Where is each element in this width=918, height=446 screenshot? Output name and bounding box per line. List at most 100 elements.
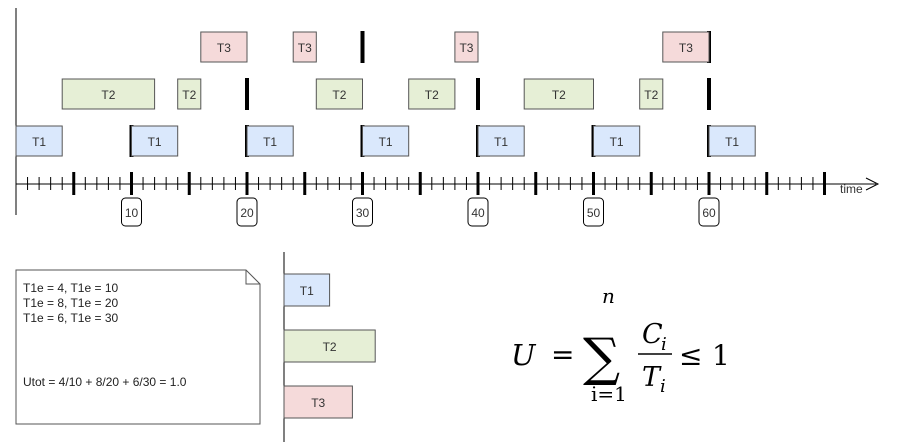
schedule-block-rect	[61, 78, 156, 110]
schedule-block-rect	[200, 31, 248, 63]
schedule-block-rect	[639, 78, 664, 110]
schedule-block-t2: T2	[523, 78, 595, 110]
time-label-box	[467, 197, 489, 227]
schedule-block-rect	[131, 125, 179, 157]
schedule-block-t2: T2	[408, 78, 456, 110]
utilization-formula: U = ∑ n i=1 C i T i ≤ 1	[511, 284, 730, 406]
schedule-block-rect	[15, 125, 63, 157]
note-folded-corner	[245, 270, 260, 285]
schedule-block-t2: T2	[639, 78, 664, 110]
schedule-block-rect	[292, 31, 317, 63]
formula-numerator-sub: i	[661, 334, 667, 355]
schedule-block-label: T1	[379, 135, 393, 149]
timeline: time 10 20 30 40 50 60	[15, 8, 880, 227]
formula-lhs: U	[511, 338, 537, 372]
schedule-block-t2: T2	[61, 78, 156, 110]
schedule-block-label: T2	[332, 88, 346, 102]
schedule-block-label: T3	[217, 41, 231, 55]
formula-rhs: 1	[712, 339, 730, 372]
time-label-box	[236, 197, 258, 227]
schedule-block-rect	[477, 125, 525, 157]
schedule-block-label: T3	[459, 41, 473, 55]
schedule-block-t1: T1	[131, 125, 179, 157]
schedule-block-t1: T1	[593, 125, 641, 157]
utilization-bar-t2: T2	[283, 329, 376, 363]
utilization-bar-rect	[283, 329, 376, 363]
schedule-block-rect	[177, 78, 202, 110]
note-line-2: T1e = 8, T1e = 20	[23, 296, 119, 310]
schedule-block-label: T2	[182, 88, 196, 102]
time-tick-labels: 10 20 30 40 50 60	[121, 197, 720, 227]
schedule-block-label: T2	[552, 88, 566, 102]
time-ticks	[27, 172, 826, 195]
schedule-block-t3: T3	[200, 31, 248, 63]
formula-upper-limit: n	[602, 284, 615, 308]
note-outline	[15, 269, 261, 425]
note-line-1: T1e = 4, T1e = 10	[23, 281, 119, 295]
time-label-box	[352, 197, 373, 227]
utilization-bar-label: T1	[300, 284, 314, 298]
utilization-bar-rect	[283, 385, 353, 419]
note-line-utot: Utot = 4/10 + 8/20 + 6/30 = 1.0	[23, 375, 187, 389]
time-label: 50	[587, 206, 601, 220]
schedule-block-label: T2	[425, 88, 439, 102]
schedule-block-t2: T2	[315, 78, 363, 110]
schedule-block-t1: T1	[477, 125, 525, 157]
time-label: 40	[471, 206, 485, 220]
schedule-block-rect	[523, 78, 595, 110]
time-label: 60	[702, 206, 716, 220]
formula-denominator-sub: i	[660, 376, 666, 397]
schedule-block-t3: T3	[454, 31, 479, 63]
schedule-block-label: T1	[32, 135, 46, 149]
note-line-3: T1e = 6, T1e = 30	[23, 311, 119, 325]
schedule-block-rect	[315, 78, 363, 110]
schedule-block-label: T3	[679, 41, 693, 55]
formula-numerator: C	[642, 319, 663, 350]
utilization-bar-t1: T1	[283, 273, 331, 307]
schedule-block-t1: T1	[246, 125, 294, 157]
schedule-block-t2: T2	[177, 78, 202, 110]
schedule-block-label: T3	[298, 41, 312, 55]
schedule-block-label: T1	[610, 135, 624, 149]
schedule-block-label: T1	[148, 135, 162, 149]
schedule-block-rect	[662, 31, 710, 63]
schedule-block-rect	[708, 125, 756, 157]
utilization-bar-label: T3	[311, 396, 325, 410]
formula-leq: ≤	[679, 339, 702, 372]
formula-sum-sign: ∑	[583, 328, 620, 388]
utilization-bar-rect	[283, 273, 331, 307]
time-label-box	[121, 197, 142, 227]
schedule-block-label: T2	[101, 88, 115, 102]
schedule-block-rect	[593, 125, 641, 157]
time-label-box	[583, 197, 604, 227]
time-label-box	[698, 197, 720, 227]
schedule-block-t1: T1	[15, 125, 63, 157]
utilization-bar-label: T2	[323, 340, 337, 354]
schedule-block-label: T2	[644, 88, 658, 102]
time-label: 20	[240, 206, 254, 220]
schedule-block-rect	[362, 125, 410, 157]
formula-lower-limit: i=1	[591, 382, 627, 406]
schedule-block-label: T1	[263, 135, 277, 149]
formula-denominator: T	[642, 362, 662, 393]
schedule-block-t1: T1	[708, 125, 756, 157]
formula-equals: =	[551, 338, 574, 371]
schedule-block-rect	[246, 125, 294, 157]
task-parameters-note: T1e = 4, T1e = 10 T1e = 8, T1e = 20 T1e …	[15, 269, 261, 425]
time-axis-title: time	[840, 182, 863, 196]
time-arrowhead	[865, 177, 880, 191]
time-label: 30	[356, 206, 370, 220]
schedule-block-label: T1	[494, 135, 508, 149]
time-label: 10	[125, 206, 139, 220]
utilization-bar-t3: T3	[283, 385, 353, 419]
schedule-block-rect	[454, 31, 479, 63]
schedule-block-t3: T3	[662, 31, 710, 63]
schedule-block-t1: T1	[362, 125, 410, 157]
schedule-block-rect	[408, 78, 456, 110]
schedule-block-label: T1	[725, 135, 739, 149]
schedule-block-t3: T3	[292, 31, 317, 63]
